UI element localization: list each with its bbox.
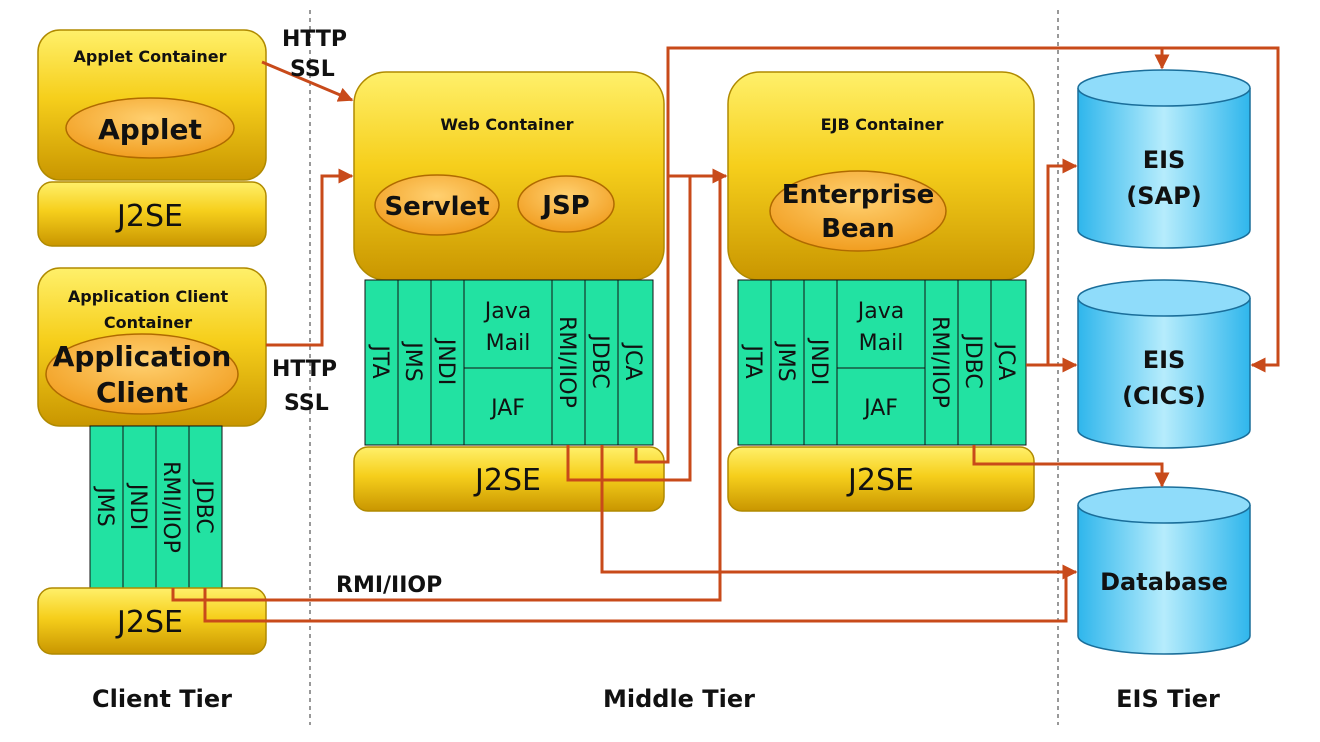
eis-cics-database: EIS (CICS) — [1077, 279, 1251, 449]
web-api-jms: JMS — [400, 340, 425, 381]
client-api-stack: JMS JNDI RMI/IIOP JDBC — [89, 425, 223, 589]
eis-sap-label-2: (SAP) — [1126, 182, 1201, 210]
ejb-container-title: EJB Container — [821, 115, 944, 134]
top-to-cics-arrow — [1162, 46, 1280, 373]
applet-label: Applet — [98, 113, 202, 146]
web-api-jndi: JNDI — [433, 337, 458, 385]
applet-container-title: Applet Container — [73, 47, 226, 66]
ejb-jca-to-sap-arrow — [1046, 158, 1078, 365]
web-api-javamail-1: Java — [483, 299, 531, 324]
web-api-jta: JTA — [367, 343, 392, 378]
app-client-label-2: Client — [96, 376, 188, 409]
client-api-jms: JMS — [92, 485, 117, 526]
application-client-container: Application Client Container Application… — [37, 267, 267, 427]
client-api-jndi: JNDI — [125, 482, 150, 530]
enterprise-bean-label-2: Bean — [821, 214, 895, 244]
client-api-jdbc: JDBC — [191, 478, 216, 534]
ejb-jdbc-to-db-arrow — [972, 445, 1170, 488]
web-jca-to-ejb-arrow — [634, 168, 728, 464]
ejb-api-jms: JMS — [773, 340, 798, 381]
enterprise-bean-component — [769, 170, 947, 252]
app-client-container-title-2: Container — [104, 313, 192, 332]
client-jdbc-to-db-arrow — [203, 572, 1068, 623]
http-top-label-2: SSL — [290, 57, 335, 82]
ejb-api-jca: JCA — [993, 342, 1018, 381]
eis-cics-label-1: EIS — [1143, 346, 1186, 374]
web-api-jca: JCA — [620, 342, 645, 381]
http-top-label-1: HTTP — [282, 27, 347, 52]
connectors — [171, 46, 1280, 623]
servlet-component — [374, 174, 500, 236]
ejb-api-stack: JTA JMS JNDI Java Mail JAF RMI/IIOP JDBC… — [737, 279, 1027, 446]
rmi-iiop-label: RMI/IIOP — [336, 573, 442, 598]
app-client-container-title-1: Application Client — [68, 287, 229, 306]
web-api-rmi-iiop: RMI/IIOP — [554, 316, 579, 408]
applet-to-web-arrow — [261, 60, 354, 102]
ejb-api-jta: JTA — [740, 343, 765, 378]
top-to-sap-arrow — [666, 46, 1170, 176]
eis-sap-label-1: EIS — [1143, 146, 1186, 174]
web-container: Web Container Servlet JSP — [353, 71, 665, 281]
applet-container: Applet Container Applet — [37, 29, 267, 181]
client-j2se-label: J2SE — [115, 605, 183, 640]
ejb-api-javamail-2: Mail — [859, 331, 904, 356]
client-rmi-to-ejb — [171, 176, 722, 602]
ejb-api-jndi: JNDI — [806, 337, 831, 385]
applet-j2se: J2SE — [37, 181, 267, 247]
web-container-title: Web Container — [440, 115, 573, 134]
client-api-rmi-iiop: RMI/IIOP — [158, 461, 183, 553]
jsp-label: JSP — [540, 191, 589, 221]
eis-sap-database: EIS (SAP) — [1077, 69, 1251, 249]
middle-tier-label: Middle Tier — [603, 685, 755, 713]
app-client-label-1: Application — [53, 340, 232, 373]
web-api-stack: JTA JMS JNDI Java Mail JAF RMI/IIOP JDBC… — [364, 279, 654, 446]
servlet-label: Servlet — [384, 192, 489, 222]
web-api-jaf: JAF — [489, 396, 525, 421]
web-j2se: J2SE — [353, 446, 665, 512]
ejb-j2se: J2SE — [727, 446, 1035, 512]
ejb-api-javamail-1: Java — [856, 299, 904, 324]
enterprise-bean-label-1: Enterprise — [782, 180, 935, 210]
applet-j2se-label: J2SE — [115, 199, 183, 234]
http-mid-label-2: SSL — [284, 391, 329, 416]
web-api-javamail-2: Mail — [486, 331, 531, 356]
web-jdbc-to-db-arrow — [600, 445, 1078, 580]
web-rmi-to-ejb — [566, 176, 692, 482]
ejb-j2se-label: J2SE — [846, 463, 914, 498]
jsp-component — [517, 175, 615, 233]
ejb-api-rmi-iiop: RMI/IIOP — [927, 316, 952, 408]
web-api-jdbc: JDBC — [587, 333, 612, 389]
ejb-api-jdbc: JDBC — [960, 333, 985, 389]
database-label: Database — [1100, 568, 1228, 596]
client-j2se: J2SE — [37, 587, 267, 655]
application-client-component — [45, 333, 239, 415]
http-mid-label-1: HTTP — [272, 357, 337, 382]
web-j2se-label: J2SE — [473, 463, 541, 498]
client-tier-label: Client Tier — [92, 685, 232, 713]
applet-component — [65, 97, 235, 159]
appclient-to-web-arrow — [266, 168, 354, 347]
eis-cics-label-2: (CICS) — [1122, 382, 1206, 410]
database-cylinder: Database — [1077, 486, 1251, 655]
eis-tier-label: EIS Tier — [1116, 685, 1220, 713]
ejb-container: EJB Container Enterprise Bean — [727, 71, 1035, 281]
ejb-api-jaf: JAF — [862, 396, 898, 421]
